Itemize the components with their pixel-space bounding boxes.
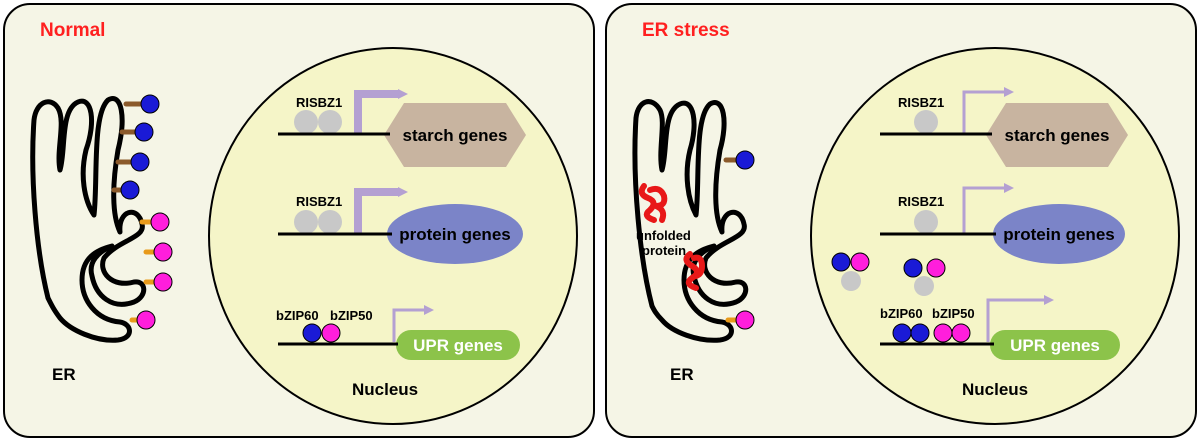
risbz1-dot	[914, 276, 934, 296]
tf-label: bZIP60	[276, 308, 319, 323]
unfolded-label: protein	[642, 243, 686, 258]
tf-label: RISBZ1	[296, 194, 342, 209]
unfolded-label: unfolded	[636, 228, 691, 243]
bzip50-dot	[933, 323, 953, 343]
bzip50-receptors	[129, 212, 173, 330]
gene-label: UPR genes	[1010, 336, 1100, 355]
nucleus-label: Nucleus	[962, 380, 1028, 399]
panel-normal: Normal ER Nucleus	[3, 3, 595, 438]
bzip60-dot	[140, 94, 160, 114]
promoter-arrow	[354, 187, 408, 234]
panel-title: Normal	[40, 20, 105, 41]
bzip50-dot	[150, 212, 170, 232]
gene-label: UPR genes	[413, 336, 503, 355]
promoter-arrow	[986, 295, 1054, 342]
risbz1-dot	[294, 210, 318, 234]
starch-hexagon	[986, 103, 1128, 167]
upr-gene-row: bZIP60 bZIP50 UPR genes	[276, 305, 520, 360]
bzip50-dot	[735, 310, 755, 330]
tf-label: bZIP50	[330, 308, 373, 323]
panel-title: ER stress	[642, 20, 730, 41]
bzip60-dot	[134, 122, 154, 142]
panel-er-stress: ER stress ER unfolded protein Nucleus RI…	[605, 3, 1197, 438]
gene-label: protein genes	[399, 225, 510, 244]
risbz1-dot	[841, 271, 861, 291]
protein-gene-row: RISBZ1 protein genes	[880, 183, 1125, 264]
bzip60-dot	[910, 323, 930, 343]
risbz1-dot	[318, 210, 342, 234]
starch-hexagon	[384, 103, 526, 167]
risbz1-dot	[914, 110, 938, 134]
upr-pill	[990, 330, 1120, 360]
upr-gene-row: bZIP60 bZIP50 UPR genes	[880, 295, 1120, 360]
bzip50-dot	[951, 323, 971, 343]
tf-label: bZIP60	[880, 306, 923, 321]
bzip50-dot	[153, 242, 173, 262]
bzip60-dot	[892, 323, 912, 343]
gene-label: starch genes	[403, 126, 508, 145]
released-factors	[831, 252, 946, 296]
promoter-arrow	[962, 87, 1014, 134]
tf-label: RISBZ1	[898, 95, 944, 110]
er-label: ER	[670, 365, 694, 384]
gene-label: starch genes	[1005, 126, 1110, 145]
tf-label: RISBZ1	[296, 95, 342, 110]
er-membrane	[30, 96, 147, 343]
bzip60-dot	[903, 258, 923, 278]
risbz1-dot	[914, 210, 938, 234]
bzip60-dot	[831, 252, 851, 272]
protein-gene-row: RISBZ1 protein genes	[278, 187, 523, 264]
er-membrane	[632, 99, 749, 343]
starch-gene-row: RISBZ1 starch genes	[880, 87, 1128, 167]
risbz1-dot	[318, 110, 342, 134]
protein-ellipse	[387, 204, 523, 264]
promoter-arrow	[354, 89, 408, 134]
bzip50-dot	[321, 323, 341, 343]
risbz1-dot	[294, 110, 318, 134]
bzip60-dot	[735, 150, 755, 170]
protein-ellipse	[993, 204, 1125, 264]
bzip60-dot	[130, 152, 150, 172]
bzip50-dot	[850, 252, 870, 272]
er-label: ER	[52, 365, 76, 384]
bzip50-dot	[136, 310, 156, 330]
bzip50-dot	[153, 272, 173, 292]
tf-label: RISBZ1	[898, 194, 944, 209]
upr-pill	[396, 330, 520, 360]
gene-label: protein genes	[1003, 225, 1114, 244]
bzip60-receptors	[111, 94, 160, 200]
starch-gene-row: RISBZ1 starch genes	[278, 89, 526, 167]
tf-label: bZIP50	[932, 306, 975, 321]
bzip60-dot	[302, 323, 322, 343]
unfolded-protein-icon	[638, 183, 706, 291]
promoter-arrow	[962, 183, 1014, 234]
nucleus-label: Nucleus	[352, 380, 418, 399]
promoter-arrow	[392, 305, 434, 342]
bzip50-dot	[926, 258, 946, 278]
bzip60-dot	[120, 180, 140, 200]
